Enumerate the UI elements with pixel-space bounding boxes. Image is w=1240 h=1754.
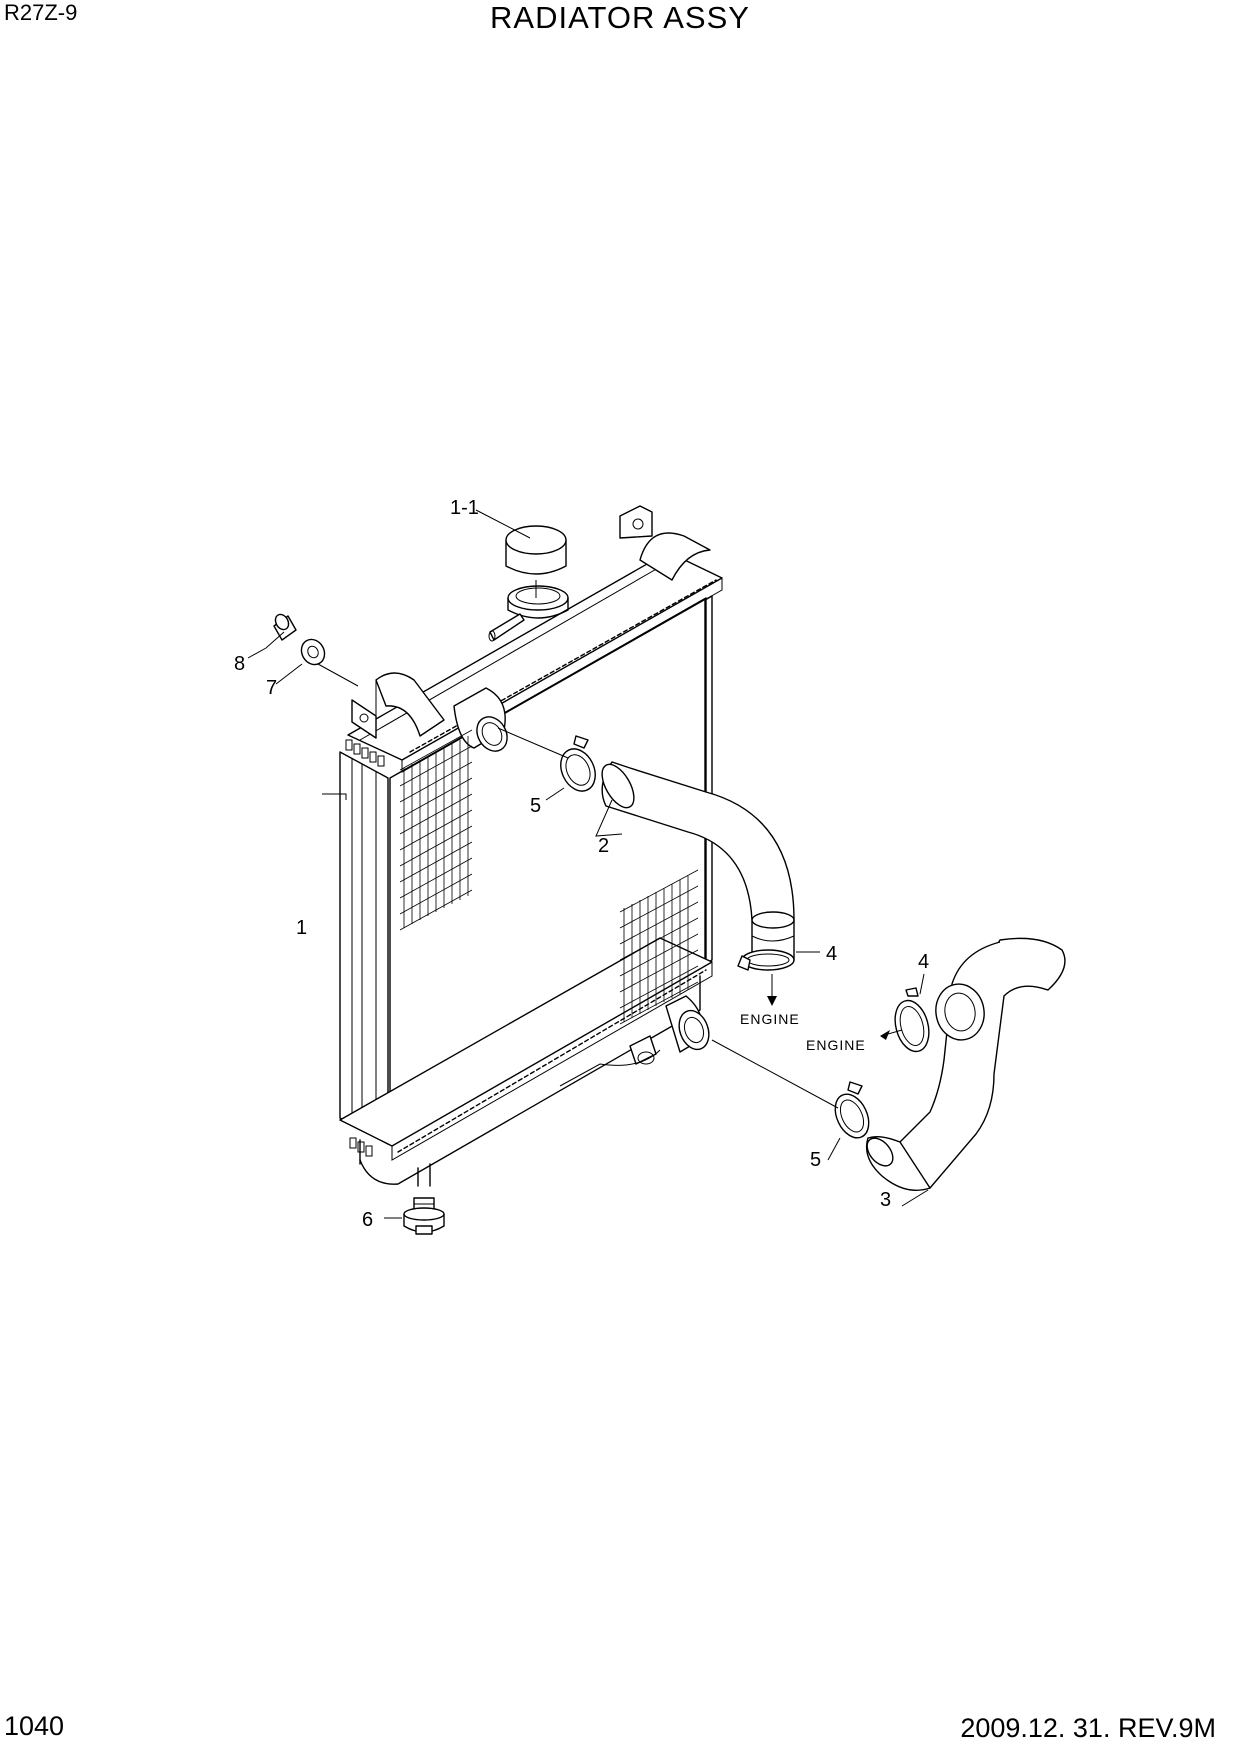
- model-code: R27Z-9: [4, 0, 78, 25]
- revision-date: 2009.12. 31. REV.9M: [960, 1713, 1216, 1743]
- clamp-4-lower: [894, 987, 930, 1053]
- core-mesh-upper: [399, 729, 473, 931]
- engine-note-lower: ENGINE: [806, 1037, 866, 1053]
- callout-6: 6: [362, 1209, 373, 1231]
- callout-1: 1: [296, 917, 307, 939]
- callout-7: 7: [266, 677, 277, 699]
- clamp-4-upper: [737, 949, 795, 971]
- clamp-5-upper: [560, 735, 596, 792]
- hose-2: [601, 761, 795, 967]
- callout-2: 2: [598, 835, 609, 857]
- radiator-cap: [505, 525, 567, 575]
- engine-note-upper: ENGINE: [740, 1011, 800, 1027]
- radiator-core: [339, 505, 723, 1185]
- part-7-bushing: [300, 638, 326, 666]
- part-8-pin: [273, 613, 297, 641]
- callout-8: 8: [234, 653, 245, 675]
- callout-1-1: 1-1: [450, 497, 479, 519]
- callout-4-lower: 4: [918, 951, 929, 973]
- page-title: RADIATOR ASSY: [490, 0, 750, 35]
- page-number: 1040: [4, 1711, 65, 1741]
- core-mesh-lower: [619, 869, 699, 1025]
- callout-3: 3: [880, 1189, 891, 1211]
- part-6-drain-plug: [403, 1163, 445, 1235]
- hose-3: [865, 937, 1066, 1191]
- clamp-5-lower: [834, 1081, 870, 1139]
- callout-5-upper: 5: [530, 795, 541, 817]
- callout-4-upper: 4: [826, 943, 837, 965]
- leader-lines: [247, 509, 929, 1219]
- callout-5-lower: 5: [810, 1149, 821, 1171]
